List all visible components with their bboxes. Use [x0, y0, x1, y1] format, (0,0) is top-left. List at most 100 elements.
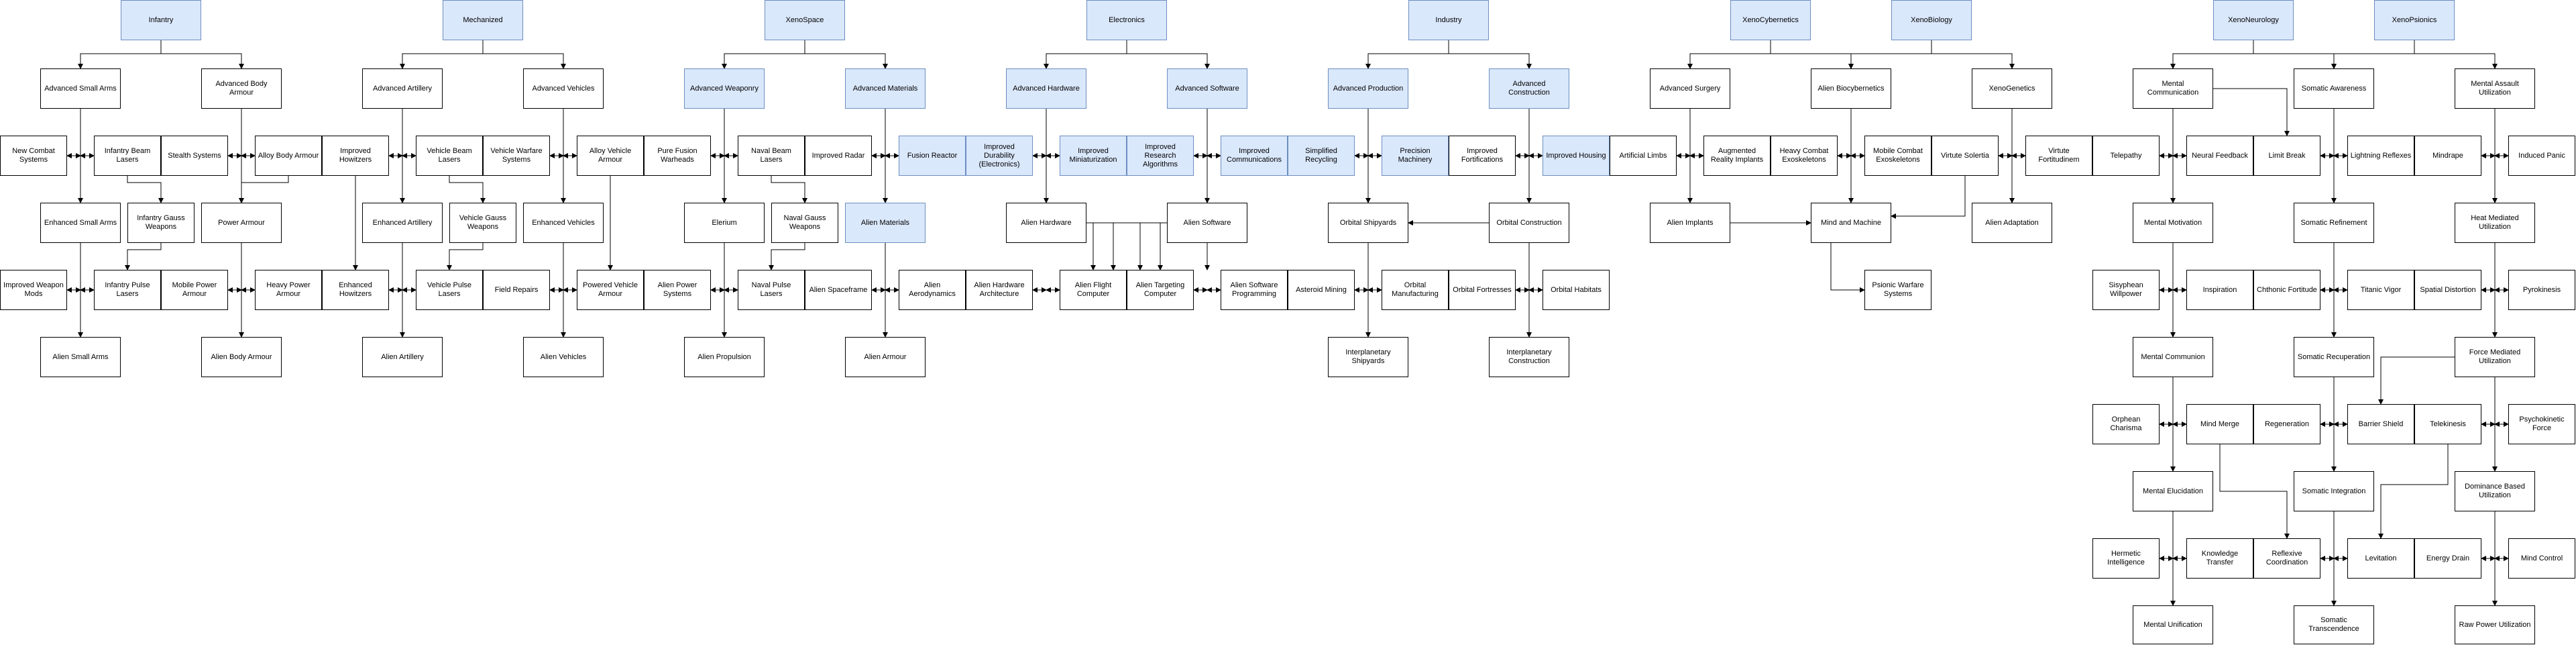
tech-node-mental-elucidation[interactable]: Mental Elucidation [2133, 471, 2213, 511]
tech-node-naval-gauss[interactable]: Naval Gauss Weapons [771, 203, 838, 243]
tech-node-power-armour[interactable]: Power Armour [201, 203, 282, 243]
tech-node-simplified-recycling[interactable]: Simplified Recycling [1288, 136, 1355, 176]
tech-node-interplanetary-construction[interactable]: Interplanetary Construction [1489, 337, 1569, 377]
tech-node-mindrape[interactable]: Mindrape [2414, 136, 2481, 176]
tech-node-somatic-recuperation[interactable]: Somatic Recuperation [2294, 337, 2374, 377]
tech-node-induced-panic[interactable]: Induced Panic [2508, 136, 2575, 176]
tech-node-industry[interactable]: Industry [1408, 0, 1489, 40]
tech-node-improved-fortifications[interactable]: Improved Fortifications [1449, 136, 1516, 176]
tech-node-alien-materials[interactable]: Alien Materials [845, 203, 926, 243]
tech-node-telekinesis[interactable]: Telekinesis [2414, 404, 2481, 444]
tech-node-somatic-transcendence[interactable]: Somatic Transcendence [2294, 605, 2374, 644]
tech-node-mind-and-machine[interactable]: Mind and Machine [1811, 203, 1891, 243]
tech-node-improved-miniaturization[interactable]: Improved Miniaturization [1060, 136, 1127, 176]
tech-node-sisyphean-willpower[interactable]: Sisyphean Willpower [2092, 270, 2160, 310]
tech-node-inf-beam-lasers[interactable]: Infantry Beam Lasers [94, 136, 161, 176]
tech-node-alien-software[interactable]: Alien Software [1167, 203, 1247, 243]
tech-node-artificial-limbs[interactable]: Artificial Limbs [1610, 136, 1677, 176]
tech-node-spatial-distortion[interactable]: Spatial Distortion [2414, 270, 2481, 310]
tech-node-field-repairs[interactable]: Field Repairs [483, 270, 550, 310]
tech-node-interplanetary-shipyards[interactable]: Interplanetary Shipyards [1328, 337, 1408, 377]
tech-node-xenobio[interactable]: XenoBiology [1891, 0, 1972, 40]
tech-node-knowledge-transfer[interactable]: Knowledge Transfer [2186, 538, 2253, 579]
tech-node-regeneration[interactable]: Regeneration [2253, 404, 2320, 444]
tech-node-adv-hardware[interactable]: Advanced Hardware [1006, 68, 1086, 109]
tech-node-alien-small-arms[interactable]: Alien Small Arms [40, 337, 121, 377]
tech-node-lightning-reflexes[interactable]: Lightning Reflexes [2347, 136, 2414, 176]
tech-node-inf-gauss[interactable]: Infantry Gauss Weapons [127, 203, 194, 243]
tech-node-energy-drain[interactable]: Energy Drain [2414, 538, 2481, 579]
tech-node-xenocyber[interactable]: XenoCybernetics [1730, 0, 1811, 40]
tech-node-improved-research[interactable]: Improved Research Algorithms [1127, 136, 1194, 176]
tech-node-fusion-reactor[interactable]: Fusion Reactor [899, 136, 966, 176]
tech-node-xenopsi[interactable]: XenoPsionics [2374, 0, 2455, 40]
tech-node-titanic-vigor[interactable]: Titanic Vigor [2347, 270, 2414, 310]
tech-node-electronics[interactable]: Electronics [1086, 0, 1167, 40]
tech-node-raw-power[interactable]: Raw Power Utilization [2455, 605, 2535, 644]
tech-node-xenoneuro[interactable]: XenoNeurology [2213, 0, 2294, 40]
tech-node-alien-hw-arch[interactable]: Alien Hardware Architecture [966, 270, 1033, 310]
tech-node-heat-mediated[interactable]: Heat Mediated Utilization [2455, 203, 2535, 243]
tech-node-psychokinetic-force[interactable]: Psychokinetic Force [2508, 404, 2575, 444]
tech-node-heavy-combat-exo[interactable]: Heavy Combat Exoskeletons [1771, 136, 1838, 176]
tech-node-mobile-combat-exo[interactable]: Mobile Combat Exoskeletons [1864, 136, 1931, 176]
tech-node-alien-adaptation[interactable]: Alien Adaptation [1972, 203, 2052, 243]
tech-node-veh-warfare[interactable]: Vehicle Warfare Systems [483, 136, 550, 176]
tech-node-neural-feedback[interactable]: Neural Feedback [2186, 136, 2253, 176]
tech-node-levitation[interactable]: Levitation [2347, 538, 2414, 579]
tech-node-veh-beam[interactable]: Vehicle Beam Lasers [416, 136, 483, 176]
tech-node-reflexive-coordination[interactable]: Reflexive Coordination [2253, 538, 2320, 579]
tech-node-mechanized[interactable]: Mechanized [443, 0, 523, 40]
tech-node-somatic-integration[interactable]: Somatic Integration [2294, 471, 2374, 511]
tech-node-mind-merge[interactable]: Mind Merge [2186, 404, 2253, 444]
tech-node-adv-construction[interactable]: Advanced Construction [1489, 68, 1569, 109]
tech-node-adv-surgery[interactable]: Advanced Surgery [1650, 68, 1730, 109]
tech-node-inf-pulse[interactable]: Infantry Pulse Lasers [94, 270, 161, 310]
tech-node-improved-weapon-mods[interactable]: Improved Weapon Mods [0, 270, 67, 310]
tech-node-adv-vehicles[interactable]: Advanced Vehicles [523, 68, 604, 109]
tech-node-naval-pulse[interactable]: Naval Pulse Lasers [738, 270, 805, 310]
tech-node-heavy-power-armour[interactable]: Heavy Power Armour [255, 270, 322, 310]
tech-node-virtute-fortitudinem[interactable]: Virtute Fortitudinem [2025, 136, 2092, 176]
tech-node-mental-motivation[interactable]: Mental Motivation [2133, 203, 2213, 243]
tech-node-precision-machinery[interactable]: Precision Machinery [1382, 136, 1449, 176]
tech-node-alien-sw-prog[interactable]: Alien Software Programming [1221, 270, 1288, 310]
tech-node-elerium[interactable]: Elerium [684, 203, 765, 243]
tech-node-limit-break[interactable]: Limit Break [2253, 136, 2320, 176]
tech-node-alien-spaceframe[interactable]: Alien Spaceframe [805, 270, 872, 310]
tech-node-somatic-awareness[interactable]: Somatic Awareness [2294, 68, 2374, 109]
tech-node-alloy-body-armour[interactable]: Alloy Body Armour [255, 136, 322, 176]
tech-node-improved-housing[interactable]: Improved Housing [1543, 136, 1610, 176]
tech-node-alien-power[interactable]: Alien Power Systems [644, 270, 711, 310]
tech-node-powered-vehicle-armour[interactable]: Powered Vehicle Armour [577, 270, 644, 310]
tech-node-asteroid-mining[interactable]: Asteroid Mining [1288, 270, 1355, 310]
tech-node-alien-hardware[interactable]: Alien Hardware [1006, 203, 1086, 243]
tech-node-somatic-refinement[interactable]: Somatic Refinement [2294, 203, 2374, 243]
tech-node-adv-small-arms[interactable]: Advanced Small Arms [40, 68, 121, 109]
tech-node-orbital-manufacturing[interactable]: Orbital Manufacturing [1382, 270, 1449, 310]
tech-node-alien-flight[interactable]: Alien Flight Computer [1060, 270, 1127, 310]
tech-node-psionic-warfare[interactable]: Psionic Warfare Systems [1864, 270, 1931, 310]
tech-node-barrier-shield[interactable]: Barrier Shield [2347, 404, 2414, 444]
tech-node-pure-fusion[interactable]: Pure Fusion Warheads [644, 136, 711, 176]
tech-node-pyrokinesis[interactable]: Pyrokinesis [2508, 270, 2575, 310]
tech-node-alien-biocybernetics[interactable]: Alien Biocybernetics [1811, 68, 1891, 109]
tech-node-adv-artillery[interactable]: Advanced Artillery [362, 68, 443, 109]
tech-node-veh-pulse[interactable]: Vehicle Pulse Lasers [416, 270, 483, 310]
tech-node-orbital-fortresses[interactable]: Orbital Fortresses [1449, 270, 1516, 310]
tech-node-orbital-habitats[interactable]: Orbital Habitats [1543, 270, 1610, 310]
tech-node-alien-body-armour[interactable]: Alien Body Armour [201, 337, 282, 377]
tech-node-new-combat-systems[interactable]: New Combat Systems [0, 136, 67, 176]
tech-node-improved-comms[interactable]: Improved Communications [1221, 136, 1288, 176]
tech-node-inspiration[interactable]: Inspiration [2186, 270, 2253, 310]
tech-node-enh-small-arms[interactable]: Enhanced Small Arms [40, 203, 121, 243]
tech-node-orbital-shipyards[interactable]: Orbital Shipyards [1328, 203, 1408, 243]
tech-node-force-mediated[interactable]: Force Mediated Utilization [2455, 337, 2535, 377]
tech-node-orbital-construction[interactable]: Orbital Construction [1489, 203, 1569, 243]
tech-node-xenospace[interactable]: XenoSpace [765, 0, 845, 40]
tech-node-mobile-power-armour[interactable]: Mobile Power Armour [161, 270, 228, 310]
tech-node-naval-beam[interactable]: Naval Beam Lasers [738, 136, 805, 176]
tech-node-telepathy[interactable]: Telepathy [2092, 136, 2160, 176]
tech-node-adv-materials[interactable]: Advanced Materials [845, 68, 926, 109]
tech-node-enh-artillery[interactable]: Enhanced Artillery [362, 203, 443, 243]
